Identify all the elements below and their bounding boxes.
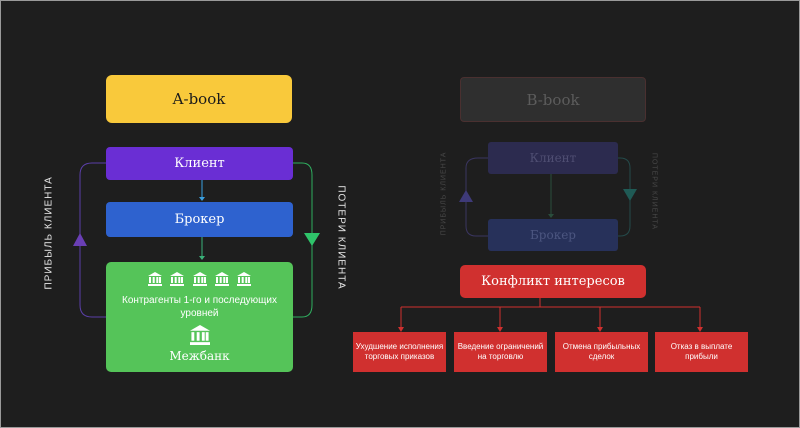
conflict-of-interest-box: Конфликт интересов bbox=[460, 265, 646, 298]
bank-icon bbox=[189, 325, 210, 345]
bank-icon bbox=[170, 272, 185, 286]
b-loss-triangle-down-icon bbox=[623, 189, 637, 201]
a-book-title: A-book bbox=[106, 75, 292, 123]
interbank-label: Межбанк bbox=[169, 349, 230, 363]
issue-box-restrictions: Введение ограничений на торговлю bbox=[454, 332, 547, 372]
a-book-loss-label: ПОТЕРИ КЛИЕНТА bbox=[335, 185, 347, 290]
bank-icons-row bbox=[106, 272, 293, 291]
client-broker-arrowhead bbox=[199, 197, 205, 201]
b-book-loss-label: ПОТЕРИ КЛИЕНТА bbox=[650, 152, 658, 231]
bank-icon bbox=[192, 272, 207, 286]
loss-triangle-down-icon bbox=[304, 233, 320, 246]
profit-loop-line bbox=[79, 162, 106, 318]
profit-triangle-up-icon bbox=[73, 233, 87, 246]
a-book-client-box: Клиент bbox=[106, 147, 293, 180]
a-book-broker-box: Брокер bbox=[106, 202, 293, 237]
interbank-icon-wrap bbox=[106, 325, 293, 350]
counterparties-label: Контрагенты 1-го и последующих уровней bbox=[122, 295, 277, 319]
bank-icon bbox=[237, 272, 252, 286]
bank-icon bbox=[147, 272, 162, 286]
b-book-client-box: Клиент bbox=[488, 142, 618, 174]
issue-box-execution: Ухудшение исполнения торговых приказов bbox=[353, 332, 446, 372]
b-book-title: B-book bbox=[460, 77, 646, 122]
issue-box-refuse-payout: Отказ в выплате прибыли bbox=[655, 332, 748, 372]
issue-box-cancel-trades: Отмена прибыльных сделок bbox=[555, 332, 648, 372]
b-client-broker-arrowhead bbox=[548, 214, 554, 218]
a-book-profit-label: ПРИБЫЛЬ КЛИЕНТА bbox=[43, 176, 55, 290]
bank-icon bbox=[214, 272, 229, 286]
broker-counterparty-arrowhead bbox=[199, 256, 205, 260]
b-book-broker-box: Брокер bbox=[488, 219, 618, 251]
counterparties-box: Контрагенты 1-го и последующих уровней М… bbox=[106, 262, 293, 372]
b-book-profit-label: ПРИБЫЛЬ КЛИЕНТА bbox=[440, 151, 448, 236]
b-profit-triangle-up-icon bbox=[459, 190, 473, 202]
